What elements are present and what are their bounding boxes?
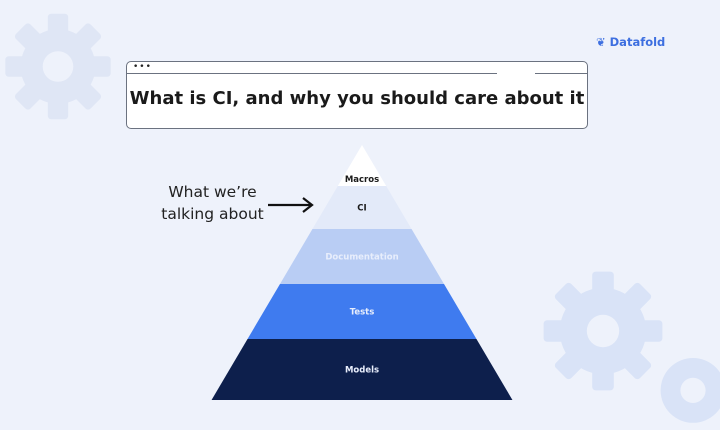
- annotation-text: What we’re talking about: [150, 181, 275, 225]
- pyramid-label-macros: Macros: [345, 175, 379, 185]
- annotation-line-1: What we’re: [168, 183, 257, 201]
- brand-name: Datafold: [609, 35, 666, 49]
- window-divider: [535, 73, 587, 74]
- right-arrow-icon: [268, 197, 314, 213]
- pyramid-layer-models: [211, 339, 513, 400]
- pyramid-label-tests: Tests: [350, 308, 375, 318]
- datafold-logo: ❦ Datafold: [596, 35, 665, 49]
- window-divider: [127, 73, 497, 74]
- pyramid-layer-documentation: [279, 229, 445, 284]
- pyramid-label-ci: CI: [357, 204, 366, 214]
- pyramid-layer-ci: [312, 186, 412, 229]
- pyramid-label-models: Models: [345, 366, 379, 376]
- pyramid-layer-tests: [247, 284, 477, 339]
- gear-decoration-icon: [5, 13, 111, 120]
- page-title: What is CI, and why you should care abou…: [129, 88, 585, 109]
- gear-decoration-icon: [543, 271, 720, 423]
- window-dots-icon: •••: [133, 62, 152, 72]
- pyramid-label-documentation: Documentation: [325, 253, 398, 263]
- annotation-line-2: talking about: [161, 205, 264, 223]
- datafold-logo-icon: ❦: [596, 35, 606, 49]
- browser-window-card: ••• What is CI, and why you should care …: [126, 61, 588, 129]
- pyramid-layer-macros: [337, 145, 387, 186]
